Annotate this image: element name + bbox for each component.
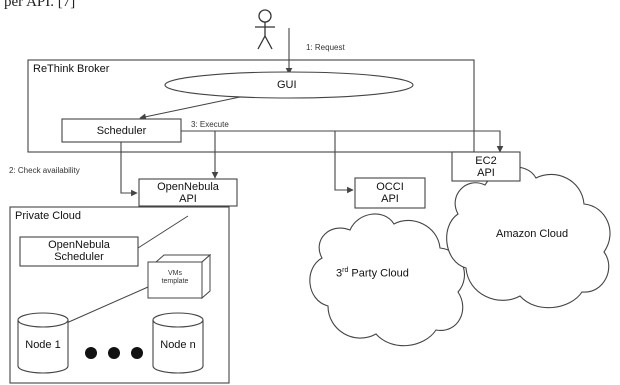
vm-template-line-2: template <box>161 277 189 285</box>
third-party-cloud-shape <box>309 213 465 347</box>
occi-api-line-2: API <box>381 193 399 206</box>
ec2-api-line-1: EC2 <box>475 155 497 167</box>
third-party-prefix: 3 <box>336 267 343 280</box>
third-party-rest: Party Cloud <box>348 267 409 280</box>
occi-api-box <box>354 177 426 209</box>
amazon-cloud-label: Amazon Cloud <box>496 228 569 240</box>
broker-title: ReThink Broker <box>33 63 110 75</box>
node-1-label: Node 1 <box>25 339 61 351</box>
private-cloud-box <box>9 206 230 384</box>
vm-template-line-1: VMs <box>168 270 182 277</box>
opennebula-api-line-2: API <box>179 193 197 206</box>
caption-fragment: per API. [7] <box>4 0 76 10</box>
execute-line <box>181 130 504 153</box>
gui-ellipse <box>164 71 414 99</box>
ellipsis-dots <box>85 347 143 359</box>
occi-api-label: OCCI API <box>355 181 425 205</box>
rethink-broker-box <box>27 59 475 153</box>
third-party-cloud-label: 3rd Party Cloud <box>336 267 409 280</box>
opennebula-api-line-1: OpenNebula <box>157 181 219 193</box>
ec2-api-box <box>451 151 521 182</box>
opennebula-api-label: OpenNebula API <box>139 181 237 205</box>
vm-template-box <box>147 253 212 300</box>
request-label: 1: Request <box>306 43 345 52</box>
third-party-sup: rd <box>342 267 349 274</box>
opennebula-scheduler-line-2: Scheduler <box>54 251 104 264</box>
opennebula-scheduler-label: OpenNebula Scheduler <box>20 239 138 263</box>
ec2-api-line-2: API <box>477 167 495 180</box>
template-to-node-line <box>61 286 149 326</box>
gui-label: GUI <box>277 79 297 91</box>
gui-to-scheduler-arrow <box>139 96 241 121</box>
opennebula-scheduler-line-1: OpenNebula <box>48 239 110 251</box>
opennebula-api-box <box>138 178 238 207</box>
private-cloud-title: Private Cloud <box>15 210 82 222</box>
opennebula-scheduler-box <box>19 236 139 267</box>
node-1-cylinder <box>17 312 69 374</box>
api-to-scheduler-line <box>137 215 189 249</box>
execute-label: 3: Execute <box>191 120 229 129</box>
ec2-api-label: EC2 API <box>452 155 520 179</box>
node-n-label: Node n <box>160 339 196 351</box>
check-availability-label: 2: Check availability <box>9 166 80 175</box>
check-availability-arrow <box>120 142 138 197</box>
amazon-cloud-shape <box>446 166 611 309</box>
occi-api-line-1: OCCI <box>376 181 404 193</box>
scheduler-label: Scheduler <box>96 125 147 137</box>
vm-template-label: VMs template <box>148 270 202 285</box>
user-icon <box>255 9 275 50</box>
node-n-cylinder <box>152 312 204 374</box>
execute-to-occi <box>334 131 354 194</box>
